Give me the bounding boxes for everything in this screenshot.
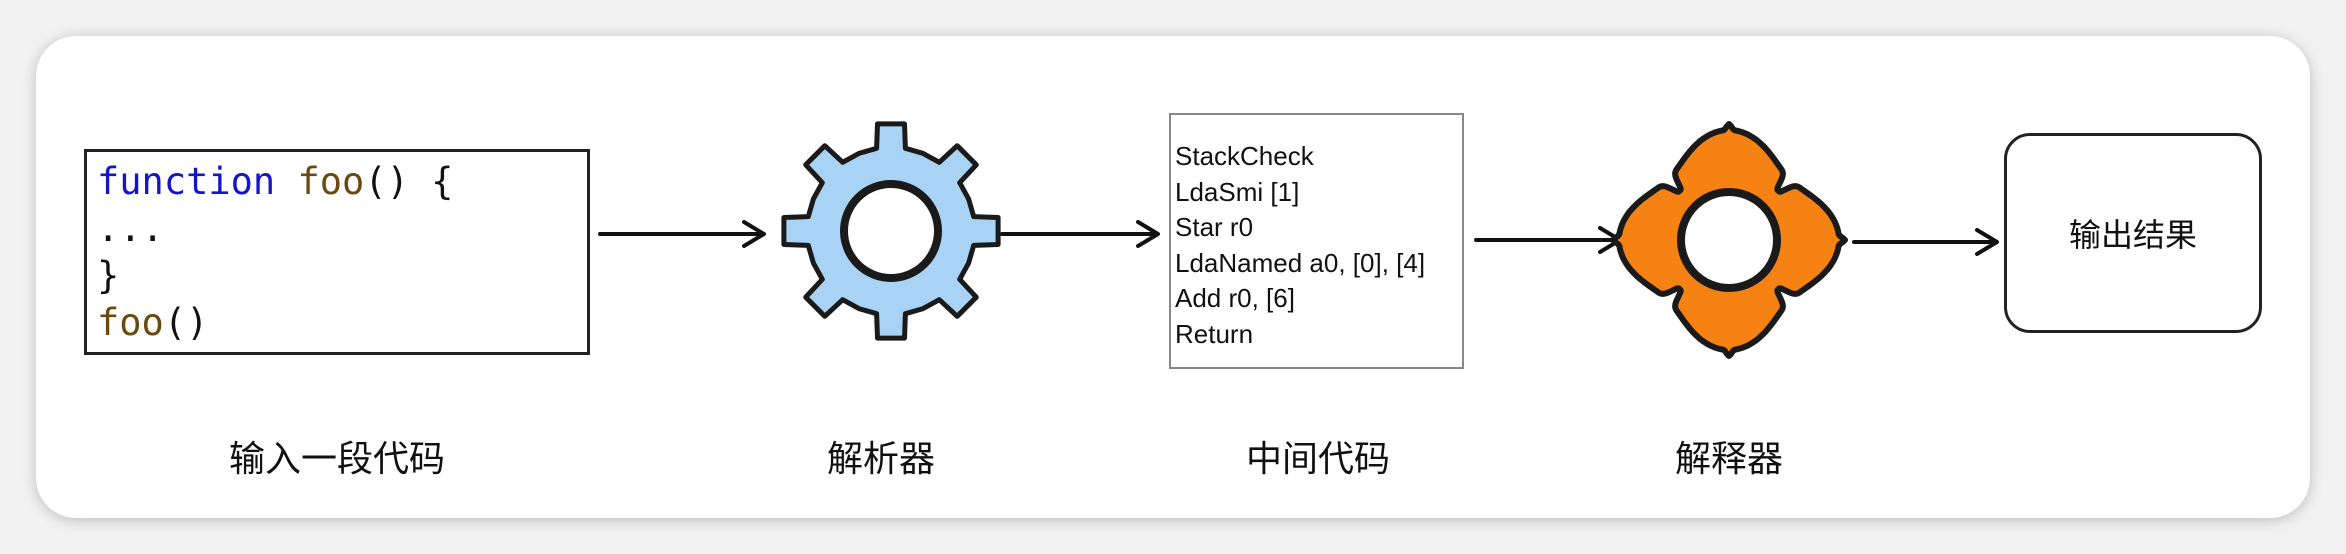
code-line-4: foo() bbox=[97, 301, 208, 344]
code-signature: () { bbox=[364, 160, 454, 203]
code-keyword: function bbox=[97, 160, 276, 203]
label-input-code: 输入一段代码 bbox=[228, 439, 446, 480]
arrow-code-to-parser bbox=[598, 220, 766, 248]
label-interpreter: 解释器 bbox=[1674, 439, 1784, 480]
bytecode-line: LdaSmi [1] bbox=[1175, 176, 1300, 207]
arrow-parser-to-bytecode bbox=[1000, 220, 1160, 248]
label-parser: 解析器 bbox=[826, 439, 936, 480]
code-line-2: ... bbox=[97, 207, 164, 250]
bytecode-line: Add r0, [6] bbox=[1175, 283, 1295, 313]
source-code-box: function foo() { ... } foo() bbox=[84, 149, 590, 355]
flower-gear-icon bbox=[1610, 121, 1848, 359]
bytecode-line: LdaNamed a0, [0], [4] bbox=[1175, 247, 1426, 278]
code-call-parens: () bbox=[163, 301, 209, 344]
code-line-1: function foo() { bbox=[97, 160, 453, 203]
output-result-box: 输出结果 bbox=[2004, 133, 2262, 333]
gear-icon bbox=[781, 121, 1001, 341]
code-line-3: } bbox=[97, 254, 120, 297]
code-call-name: foo bbox=[97, 301, 164, 344]
arrow-bytecode-to-interpreter bbox=[1474, 226, 1622, 254]
bytecode-line: StackCheck bbox=[1175, 141, 1314, 171]
bytecode-box: StackCheck LdaSmi [1] Star r0 LdaNamed a… bbox=[1169, 113, 1464, 369]
bytecode-line: Return bbox=[1175, 318, 1254, 349]
code-function-name: foo bbox=[297, 160, 365, 203]
arrow-interpreter-to-output bbox=[1852, 228, 1999, 256]
bytecode-line: Star r0 bbox=[1175, 212, 1254, 242]
output-result-label: 输出结果 bbox=[2068, 216, 2197, 254]
label-intermediate-code: 中间代码 bbox=[1245, 439, 1391, 480]
